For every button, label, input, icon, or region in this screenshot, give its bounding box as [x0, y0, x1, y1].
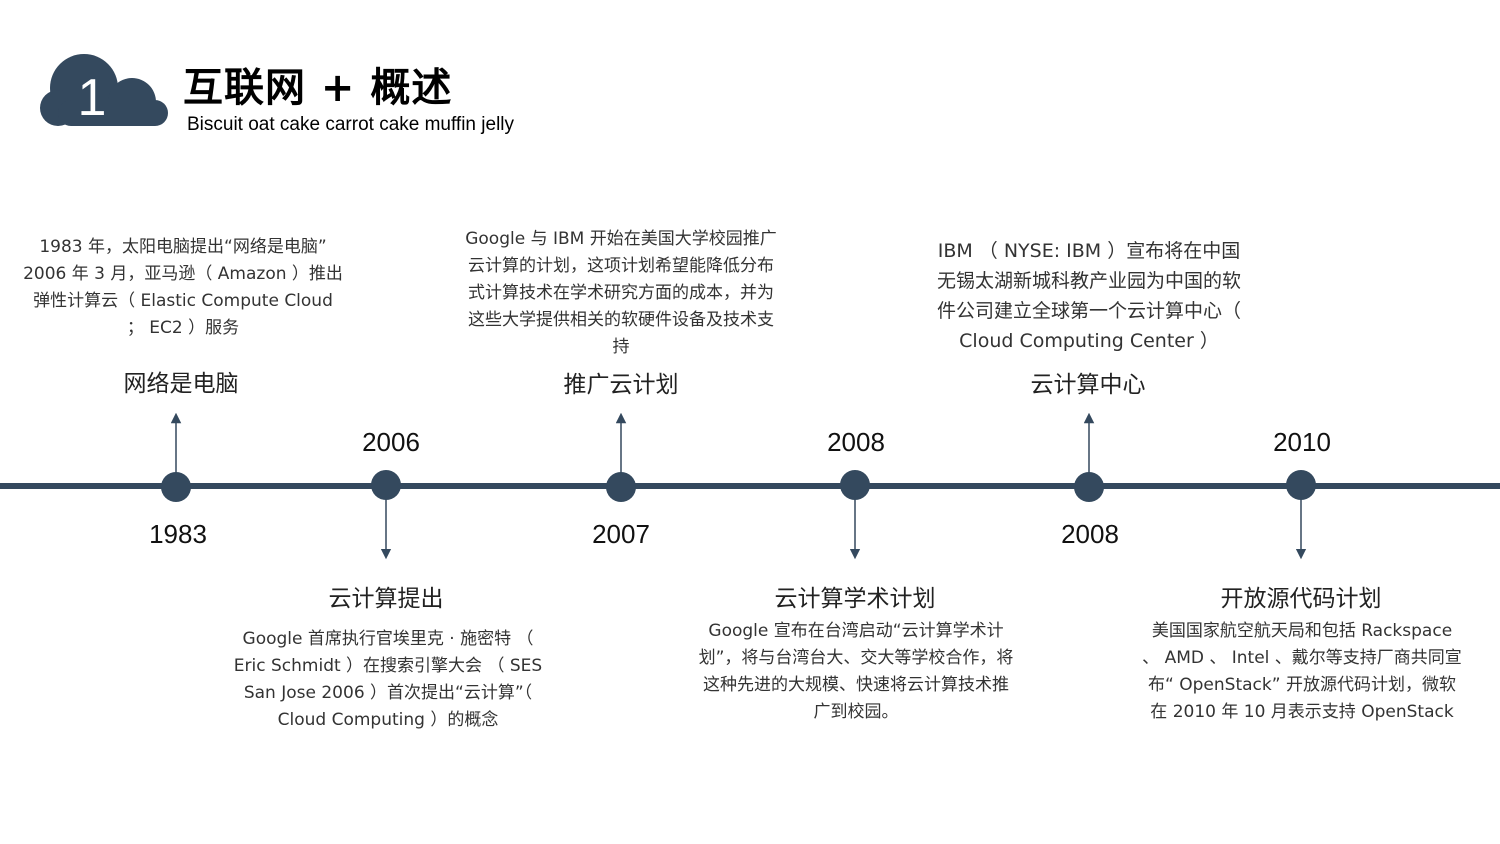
event-year: 2007	[592, 519, 650, 549]
event-year: 1983	[149, 519, 207, 549]
event-description: Google 宣布在台湾启动“云计算学术计划”，将与台湾台大、交大等学校合作，将…	[698, 621, 1014, 722]
event-year: 2006	[362, 427, 420, 457]
timeline-node-2008b	[1074, 472, 1104, 502]
event-year: 2008	[827, 427, 885, 457]
event-description: Google 与 IBM 开始在美国大学校园推广云计算的计划，这项计划希望能降低…	[465, 229, 777, 357]
event-heading: 云计算提出	[328, 586, 444, 612]
event-heading: 开放源代码计划	[1220, 586, 1382, 612]
timeline-node-2010	[1286, 470, 1316, 500]
event-description: 1983 年，太阳电脑提出“网络是电脑” 2006 年 3 月，亚马逊（ Ama…	[23, 237, 343, 338]
event-description: IBM （ NYSE: IBM ）宣布将在中国无锡太湖新城科教产业园为中国的软件…	[936, 240, 1241, 352]
event-heading: 云计算学术计划	[774, 586, 936, 612]
slide-number: 1	[77, 69, 107, 127]
event-description: 美国国家航空航天局和包括 Rackspace 、 AMD 、 Intel 、戴尔…	[1142, 621, 1462, 722]
event-heading: 网络是电脑	[123, 371, 239, 397]
event-year: 2008	[1061, 519, 1119, 549]
timeline-node-2006	[371, 470, 401, 500]
event-heading: 推广云计划	[563, 372, 679, 398]
event-year: 2010	[1273, 427, 1331, 457]
page-title: 互联网 + 概述	[183, 65, 453, 111]
event-description: Google 首席执行官埃里克 · 施密特 （ Eric Schmidt ）在搜…	[233, 629, 543, 730]
event-heading: 云计算中心	[1030, 372, 1146, 398]
cloud-icon	[40, 54, 168, 126]
timeline-node-2008a	[840, 470, 870, 500]
timeline-node-2007	[606, 472, 636, 502]
timeline-node-1983	[161, 472, 191, 502]
page-subtitle: Biscuit oat cake carrot cake muffin jell…	[187, 114, 515, 135]
